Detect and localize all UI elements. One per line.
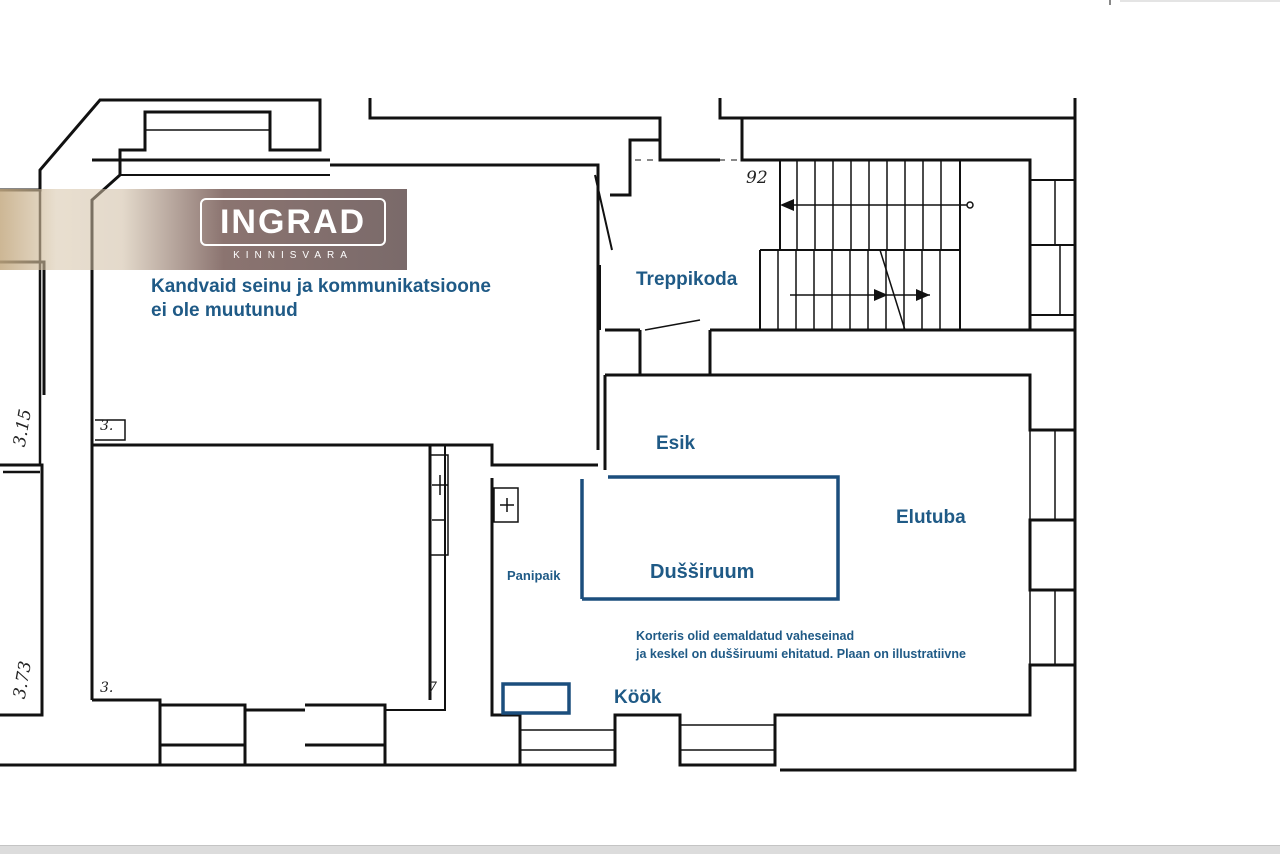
walls-note-line2: ei ole muutunud: [151, 300, 298, 321]
frame-bottom-edge: [0, 845, 1280, 854]
dim-mark-a: 3.: [100, 418, 114, 434]
walls-note-line1: Kandvaid seinu ja kommunikatsioone: [151, 276, 491, 297]
stair-mark: 92: [746, 168, 768, 188]
room-label-laundry: Panipaik: [507, 568, 561, 583]
dim-mark-c: 7: [428, 680, 437, 696]
brand-logo-frame: [200, 198, 386, 246]
room-label-stairwell: Treppikoda: [636, 269, 738, 290]
brand-logo-tagline: KINNISVARA: [233, 250, 353, 261]
stair-arrows: [780, 199, 974, 301]
brand-logo-word: INGRAD: [219, 203, 367, 241]
kitchen-sink-box: [501, 682, 571, 715]
brand-logo-banner: INGRAD KINNISVARA: [0, 189, 407, 270]
frame-top-edge: [1120, 0, 1280, 2]
shower-room-outline: [580, 475, 840, 601]
plan-walls: [0, 0, 1111, 772]
walls-note: Kandvaid seinu ja kommunikatsioone ei ol…: [151, 275, 491, 323]
dim-mark-b: 3.: [100, 680, 114, 696]
changes-note-line1: Korteris olid eemaldatud vaheseinad: [636, 629, 855, 643]
room-label-shower: Dušširuum: [650, 561, 755, 583]
changes-note: Korteris olid eemaldatud vaheseinad ja k…: [636, 627, 966, 663]
changes-note-line2: ja keskel on dušširuumi ehitatud. Plaan …: [636, 647, 966, 661]
room-label-hall: Esik: [656, 433, 696, 454]
room-label-living: Elutuba: [896, 507, 966, 528]
room-label-kitchen: Köök: [614, 687, 662, 708]
